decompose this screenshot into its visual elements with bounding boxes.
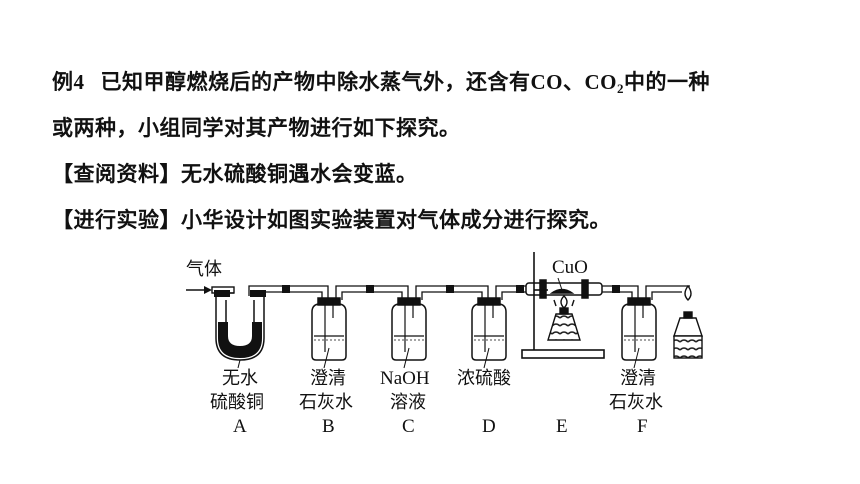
example-line-2: 或两种，小组同学对其产物进行如下探究。 — [52, 115, 461, 140]
line1-text-b: 中的一种 — [624, 69, 710, 94]
wash-bottle-b — [311, 297, 347, 361]
tail-gas-burner — [673, 284, 703, 359]
wash-bottle-c — [391, 297, 427, 361]
wash-bottle-d — [471, 297, 507, 361]
example-number: 例4 — [52, 70, 85, 94]
letter-b: B — [322, 416, 335, 437]
letter-d: D — [482, 416, 496, 437]
co-formula: CO — [530, 70, 563, 94]
co2-formula: CO — [584, 70, 617, 94]
rubber-joints — [282, 285, 620, 293]
label-a-2: 硫酸铜 — [210, 392, 264, 413]
combustion-tube-e — [525, 279, 603, 299]
label-d: 浓硫酸 — [457, 368, 511, 389]
alcohol-lamp-e — [547, 295, 581, 341]
iron-stand — [521, 252, 605, 359]
label-c-2: 溶液 — [390, 392, 426, 413]
separator: 、 — [563, 69, 585, 94]
cuo-label: CuO — [552, 257, 588, 278]
label-b-1: 澄清 — [310, 368, 346, 389]
gas-inlet-label: 气体 — [186, 259, 222, 280]
label-b-2: 石灰水 — [299, 392, 353, 413]
connecting-tubes — [248, 285, 690, 300]
reagent-pointers — [237, 347, 640, 369]
letter-f: F — [637, 416, 648, 437]
label-f-2: 石灰水 — [609, 392, 663, 413]
cuo-pointer — [557, 277, 563, 291]
letter-c: C — [402, 416, 415, 437]
co2-subscript: 2 — [617, 81, 624, 96]
u-tube-a — [214, 290, 266, 361]
letter-e: E — [556, 416, 568, 437]
wash-bottle-f — [621, 297, 657, 361]
line1-text-a: 已知甲醇燃烧后的产物中除水蒸气外，还含有 — [100, 69, 531, 94]
data-lookup-line: 【查阅资料】无水硫酸铜遇水会变蓝。 — [52, 161, 418, 186]
label-c-1: NaOH — [380, 368, 430, 389]
letter-a: A — [233, 416, 247, 437]
label-f-1: 澄清 — [620, 368, 656, 389]
label-a-1: 无水 — [222, 368, 258, 389]
experiment-line: 【进行实验】小华设计如图实验装置对气体成分进行探究。 — [52, 207, 611, 232]
